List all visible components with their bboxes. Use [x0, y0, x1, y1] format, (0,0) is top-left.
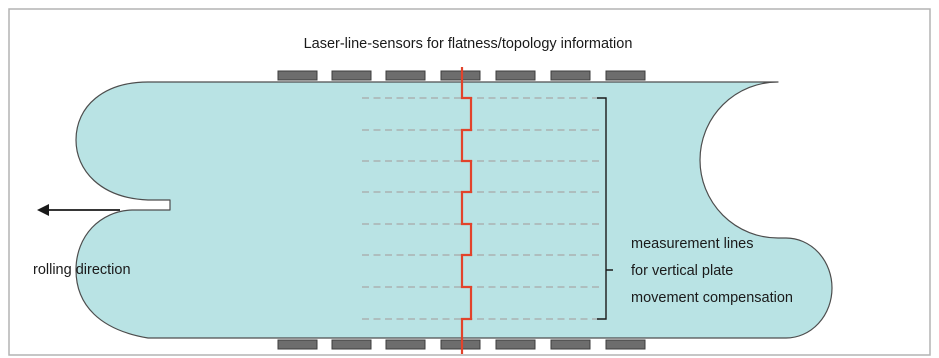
laser-sensor [440, 339, 481, 350]
bracket-label-line-2: for vertical plate [631, 263, 733, 279]
laser-sensor [331, 70, 372, 81]
bracket-label-line-3: movement compensation [631, 290, 793, 306]
bracket-label-line-1: measurement lines [631, 236, 754, 252]
bottom-sensor-row [277, 339, 646, 350]
top-sensor-row [277, 70, 646, 81]
laser-sensor [277, 339, 318, 350]
laser-sensor [495, 339, 536, 350]
rolling-direction-arrow [37, 204, 120, 216]
laser-line [460, 67, 473, 354]
laser-sensor [495, 70, 536, 81]
laser-sensor [277, 70, 318, 81]
rolling-direction-label: rolling direction [33, 262, 131, 278]
sensor-title: Laser-line-sensors for flatness/topology… [304, 36, 633, 52]
laser-sensor [385, 70, 426, 81]
laser-sensor [440, 70, 481, 81]
steel-plate [75, 81, 833, 339]
laser-sensor [385, 339, 426, 350]
measurement-lines [362, 97, 600, 320]
arrow-head-icon [37, 204, 49, 216]
laser-sensor [605, 339, 646, 350]
laser-sensor [605, 70, 646, 81]
laser-sensor [550, 70, 591, 81]
laser-sensor [550, 339, 591, 350]
laser-sensor [331, 339, 372, 350]
measurement-bracket [597, 97, 613, 320]
